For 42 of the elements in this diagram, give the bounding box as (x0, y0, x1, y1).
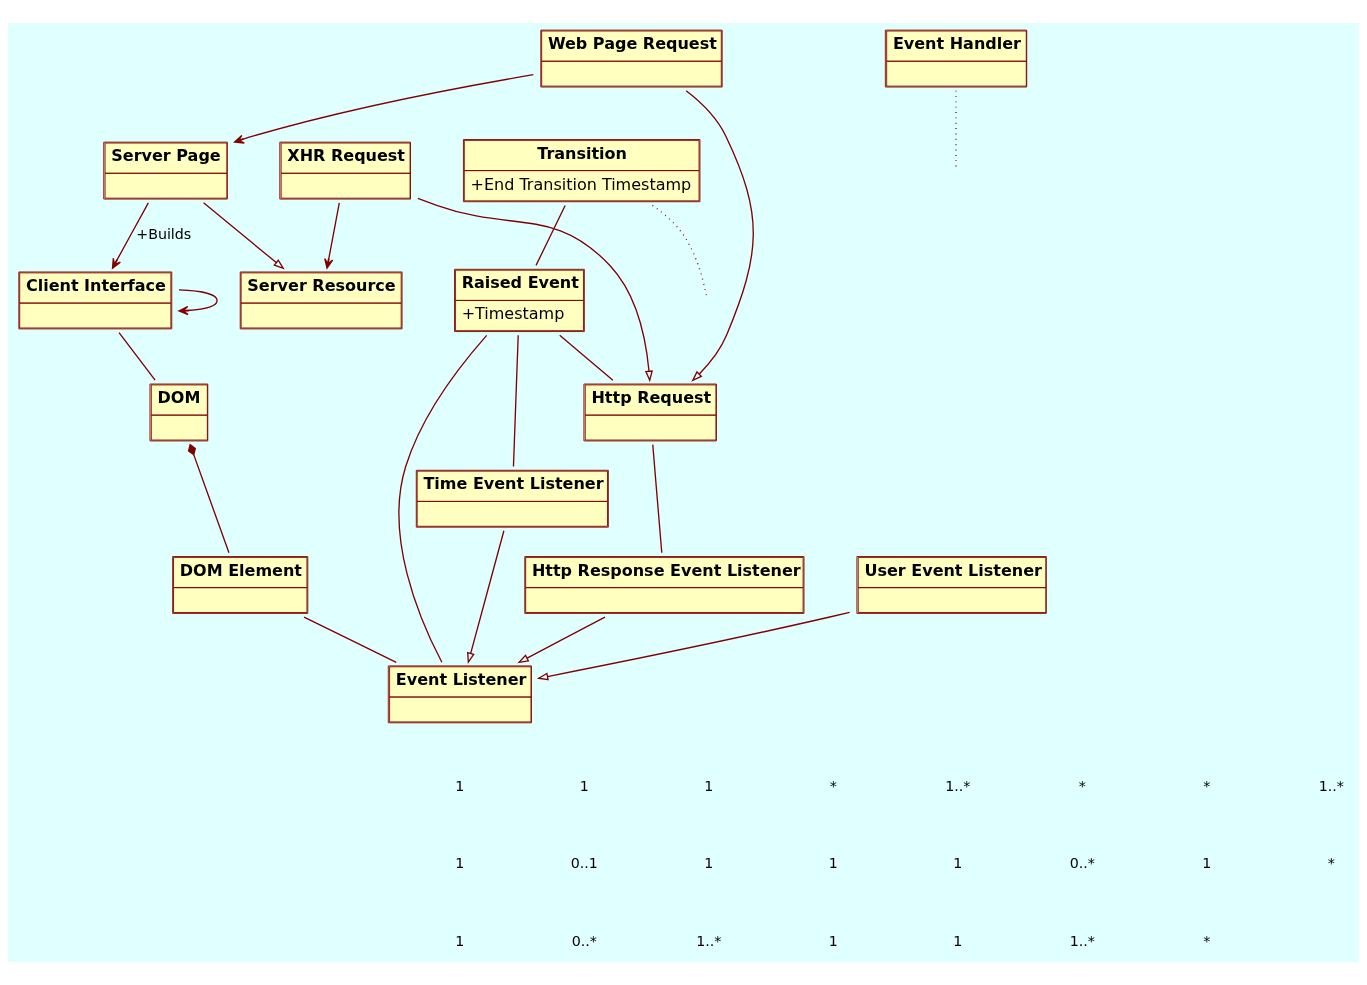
label: * (1078, 778, 1086, 795)
label: 1 (455, 932, 465, 949)
label: 1..* (1318, 778, 1344, 795)
label: 1 (828, 932, 838, 949)
label: 1 (828, 855, 838, 872)
label: * (829, 778, 837, 795)
label: 1 (455, 778, 465, 795)
label: 1..* (945, 778, 971, 795)
label: * (1203, 932, 1211, 949)
label: 1 (1202, 855, 1212, 872)
label: * (1327, 855, 1335, 872)
arrow (417, 197, 653, 383)
connector (535, 204, 566, 267)
label: 1 (579, 778, 589, 795)
connector (559, 334, 614, 381)
connector (303, 616, 397, 663)
label: 1 (953, 932, 963, 949)
connector (512, 334, 519, 468)
connector (187, 443, 230, 554)
arrow (202, 202, 285, 270)
arrow (466, 530, 505, 664)
label: 1..* (1069, 932, 1095, 949)
arrow (685, 90, 754, 382)
arrow (111, 202, 149, 269)
label: 1..* (696, 932, 722, 949)
arrow (178, 289, 218, 316)
connector (398, 334, 488, 663)
label: 0..* (1069, 855, 1095, 872)
arrow (324, 202, 340, 269)
label: 0..* (571, 932, 597, 949)
connector (652, 444, 663, 554)
label: 0..1 (570, 855, 598, 872)
label: 1 (455, 855, 465, 872)
label: * (1203, 778, 1211, 795)
label: 1 (704, 778, 714, 795)
arrow (517, 616, 606, 664)
arrow (233, 74, 534, 144)
label: 1 (953, 855, 963, 872)
edge-label: +Builds (136, 225, 192, 242)
label: 1 (704, 855, 714, 872)
arrow (536, 611, 851, 681)
connector (118, 331, 156, 381)
